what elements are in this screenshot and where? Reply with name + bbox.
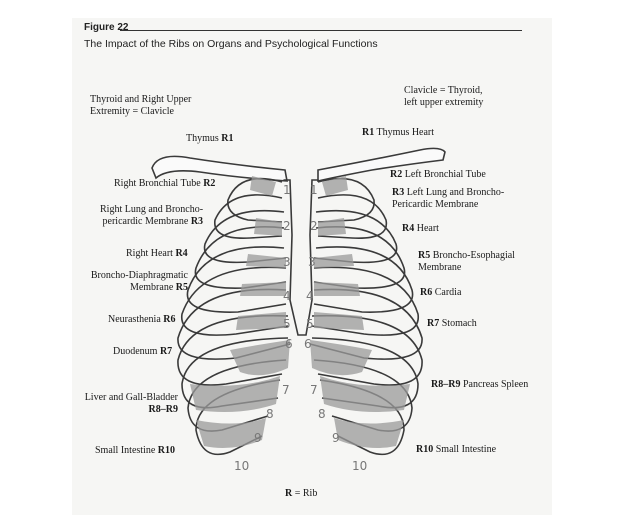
left-clavicle: [317, 147, 446, 183]
label-duodenum: Duodenum R7: [113, 346, 173, 357]
rib-number: 3: [308, 255, 316, 269]
rib-number: 2: [283, 219, 291, 233]
rib-number: 9: [254, 431, 262, 445]
rib-number: 6: [285, 337, 293, 351]
label-right-bronchial-tube: Right Bronchial Tube R2: [114, 178, 216, 189]
book-page: [72, 18, 552, 515]
figure-number: Figure 22: [84, 22, 129, 33]
right-clavicle: [151, 155, 288, 182]
rib-number: 9: [332, 431, 340, 445]
rib-number: 8: [318, 407, 326, 421]
figure-title: The Impact of the Ribs on Organs and Psy…: [84, 38, 378, 50]
label-r6-cardia: R6 Cardia: [420, 287, 462, 298]
rib-number: 3: [283, 255, 291, 269]
rib-number: 10: [352, 459, 367, 473]
rib-number: 4: [283, 289, 291, 303]
label-thymus-r1: Thymus R1: [186, 133, 234, 144]
label-neurasthenia: Neurasthenia R6: [108, 314, 176, 325]
label-r1-thymus-heart: R1 Thymus Heart: [362, 127, 435, 138]
label-r3-left-lung: R3 Left Lung and Broncho-Pericardic Memb…: [392, 187, 505, 210]
label-r4-heart: R4 Heart: [402, 223, 439, 234]
label-right-heart: Right Heart R4: [126, 248, 188, 259]
sternum: [283, 179, 319, 336]
label-r2-left-bronchial-tube: R2 Left Bronchial Tube: [390, 169, 486, 180]
rib-number: 2: [310, 219, 318, 233]
legend-rib: R = Rib: [285, 488, 318, 499]
rib-number: 5: [306, 317, 314, 331]
label-r10-small-intestine: R10 Small Intestine: [416, 444, 497, 455]
rib-number: 6: [304, 337, 312, 351]
rib-number: 4: [306, 289, 314, 303]
rib-number: 7: [310, 383, 318, 397]
rib-number: 8: [266, 407, 274, 421]
label-right-lung: Right Lung and Broncho-pericardic Membra…: [100, 204, 204, 227]
rib-number: 7: [282, 383, 290, 397]
label-r8-r9-pancreas-spleen: R8–R9 Pancreas Spleen: [431, 379, 529, 390]
shaded-cartilage: [190, 176, 410, 448]
label-r7-stomach: R7 Stomach: [427, 318, 477, 329]
figure-rule: [120, 30, 522, 31]
rib-number: 1: [283, 183, 291, 197]
rib-number: 1: [310, 183, 318, 197]
label-small-intestine-right: Small Intestine R10: [95, 445, 176, 456]
label-clavicle-left-side: Thyroid and Right Upper Clavicle = Thyro…: [404, 85, 484, 108]
rib-number: 5: [283, 317, 291, 331]
rib-number: 10: [234, 459, 249, 473]
